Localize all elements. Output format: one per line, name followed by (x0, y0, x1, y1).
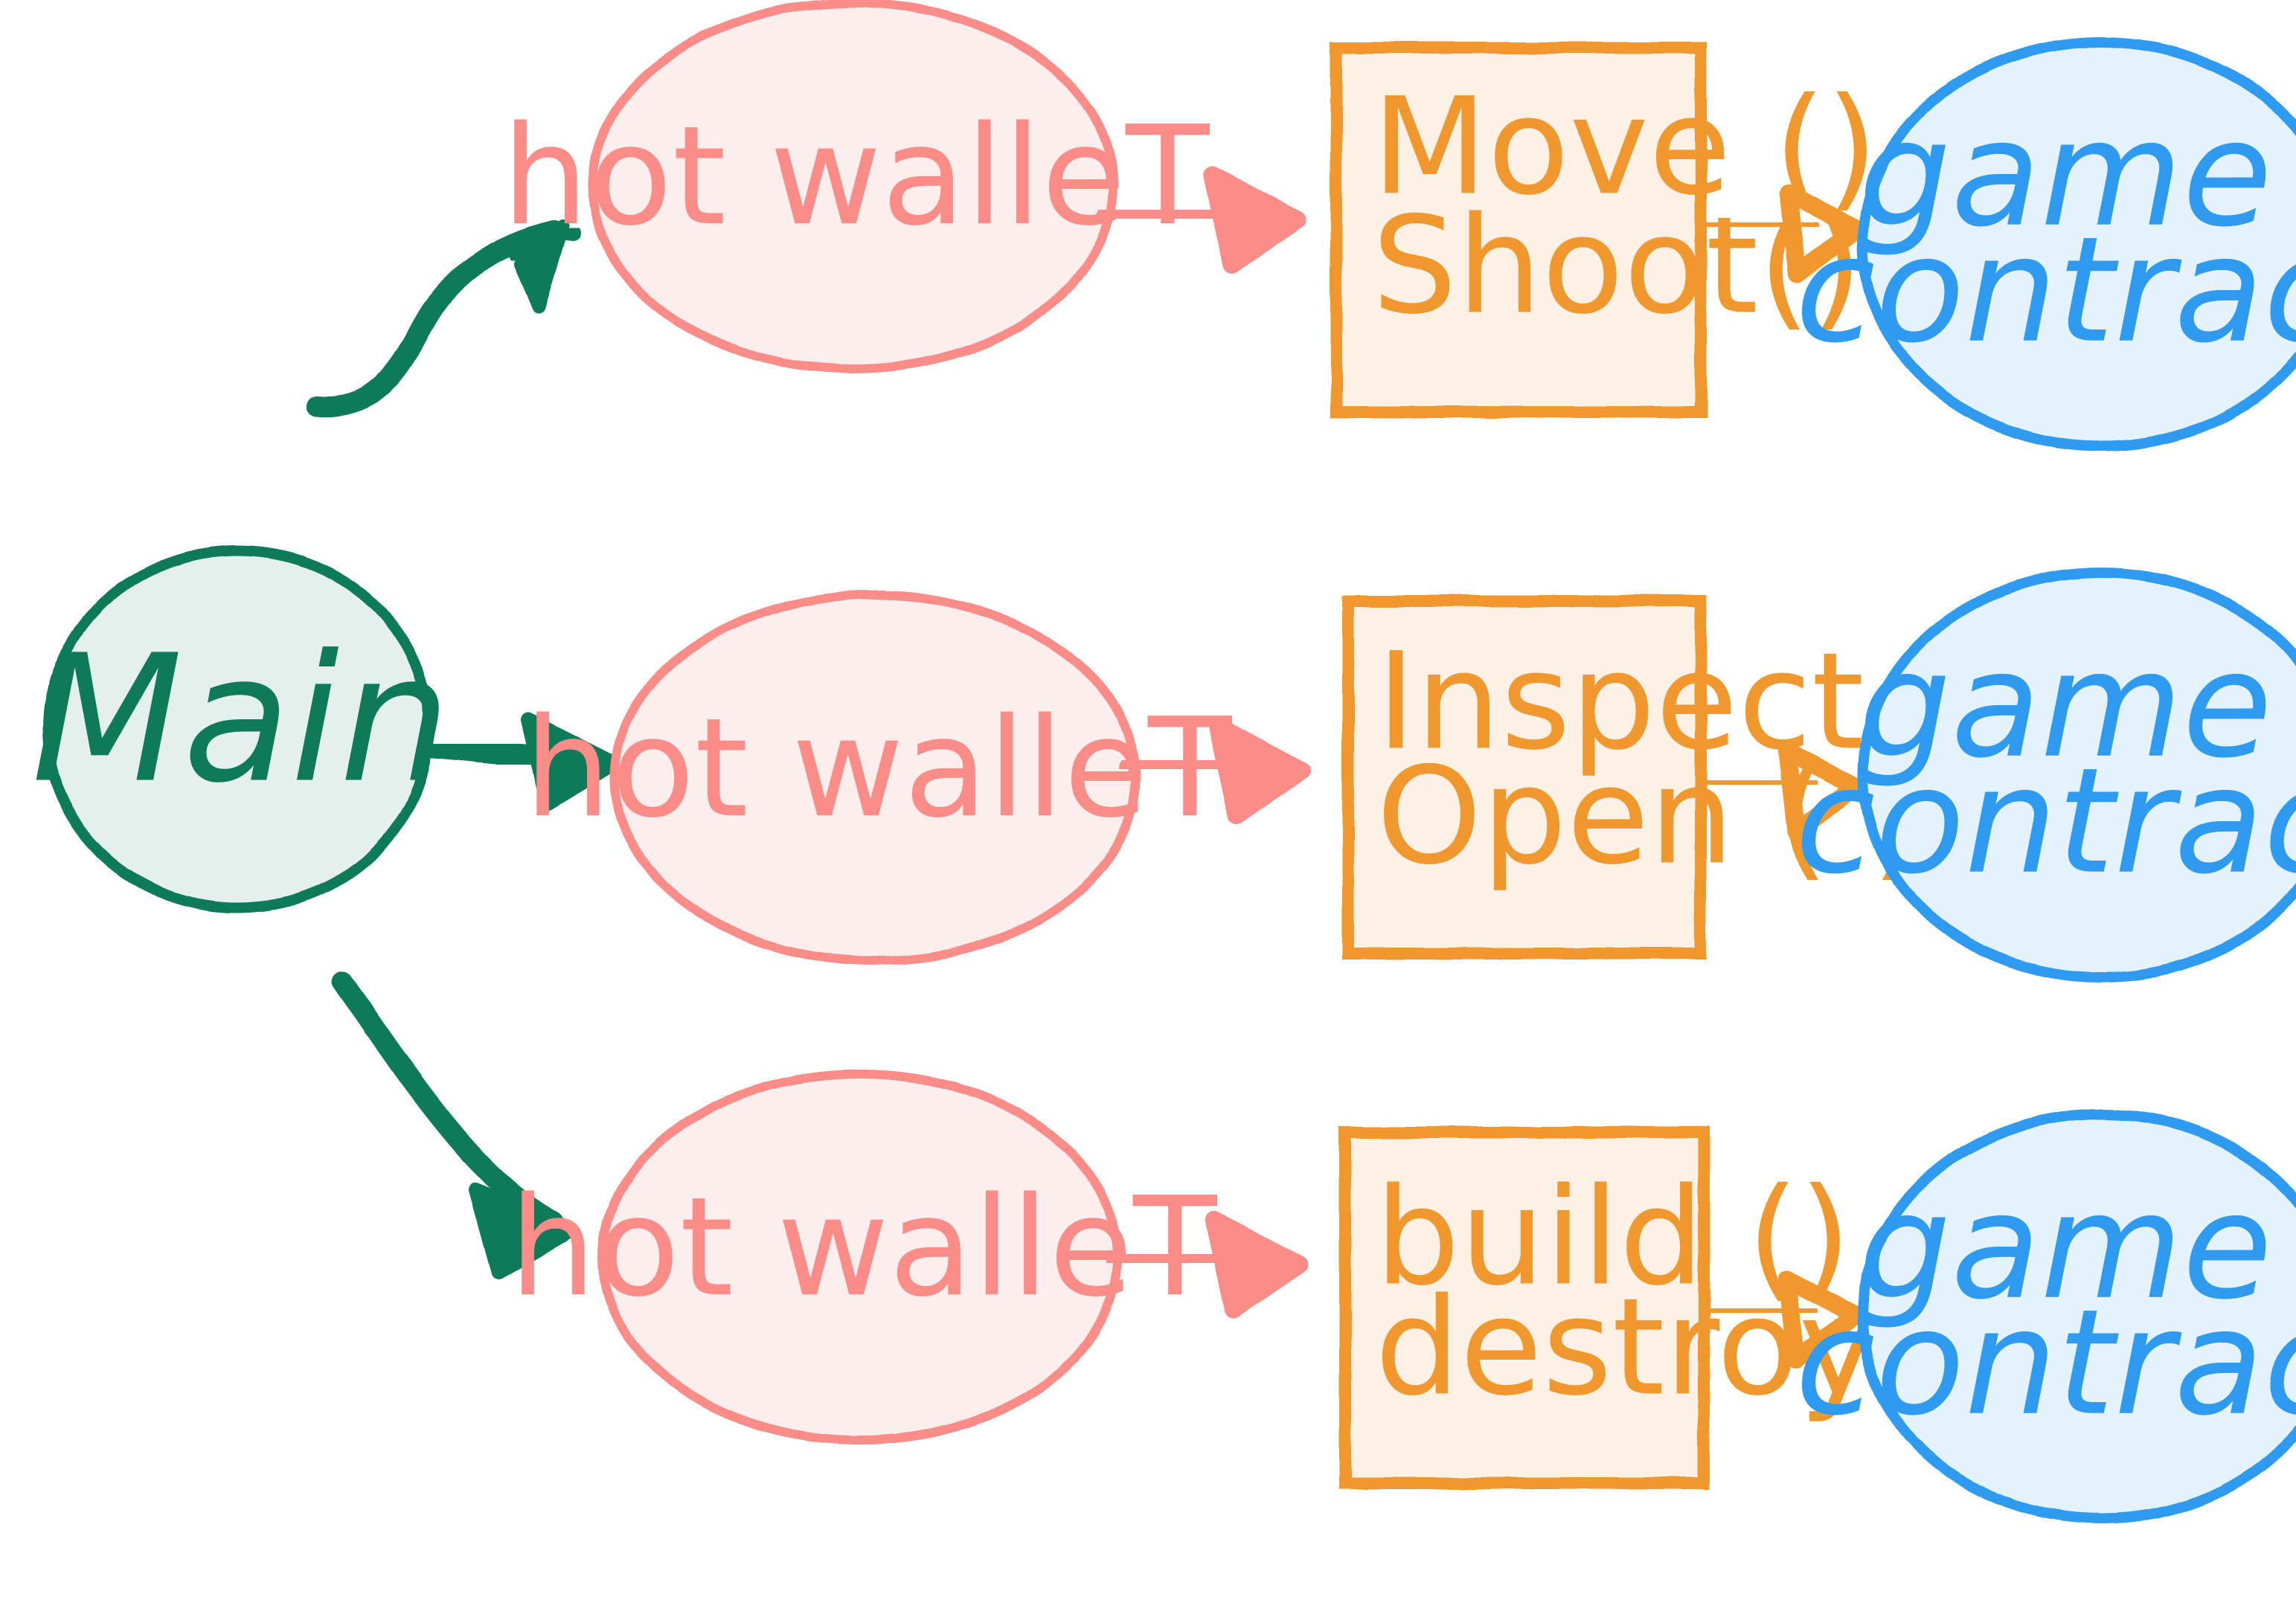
hot-wallet-3-ellipse-shape (598, 1070, 1122, 1444)
connector-wallet-1-to-actions-1 (1096, 167, 1306, 274)
node-main[interactable]: Main (31, 545, 451, 913)
arrowhead-green-2 (521, 713, 621, 811)
arrowhead-pink-1 (1204, 167, 1306, 274)
node-hot-wallet-1[interactable]: hot walleT (502, 0, 1210, 373)
arrowhead-orange-2 (1778, 742, 1864, 841)
actions-2-box-shape (1342, 595, 1707, 960)
node-contract-2[interactable]: game contract (1795, 568, 2296, 983)
hot-wallet-1-ellipse-shape (588, 0, 1117, 373)
connector-wallet-3-to-actions-3 (1106, 1211, 1308, 1318)
arrowhead-pink-3 (1205, 1211, 1308, 1318)
hot-wallet-2-ellipse-shape (610, 591, 1140, 965)
connector-wallet-2-to-actions-2 (1118, 717, 1311, 824)
contract-2-ellipse-shape (1858, 568, 2296, 983)
connector-main-to-wallet-3 (332, 971, 579, 1279)
connector-actions-3-to-contract-3 (1700, 1270, 1864, 1369)
connector-line-green-1 (307, 220, 564, 417)
connector-actions-2-to-contract-2 (1700, 742, 1864, 841)
arrowhead-green-3 (469, 1183, 579, 1279)
arrowhead-pink-2 (1208, 717, 1311, 824)
connector-main-to-wallet-2 (422, 713, 621, 811)
arrowhead-orange-1 (1780, 184, 1866, 283)
connector-line-green-3 (332, 971, 564, 1233)
main-ellipse-shape (42, 545, 434, 913)
node-contract-3[interactable]: game contract (1795, 1109, 2296, 1524)
arrowhead-green-1-flick (510, 225, 581, 264)
connector-actions-1-to-contract-1 (1700, 184, 1866, 283)
contract-1-ellipse-shape (1858, 36, 2296, 451)
connector-main-to-wallet-1 (307, 219, 581, 417)
node-contract-1[interactable]: game contract (1795, 36, 2296, 451)
actions-3-box-shape (1339, 1126, 1710, 1489)
actions-1-box-shape (1330, 42, 1707, 418)
arrowhead-orange-3 (1778, 1270, 1864, 1369)
contract-3-ellipse-shape (1858, 1109, 2296, 1524)
